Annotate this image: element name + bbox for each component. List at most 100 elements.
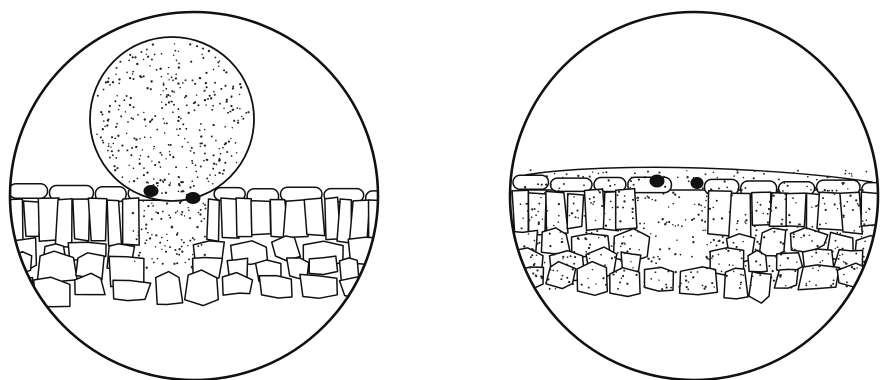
tissue-dot [741, 189, 743, 191]
tissue-dot [718, 187, 720, 189]
tissue-dot [571, 190, 573, 192]
tissue-dot [831, 250, 833, 252]
droplet-dot [137, 178, 139, 180]
tissue-dot [558, 203, 560, 205]
tissue-dot [573, 263, 575, 265]
cavity-dot [176, 253, 178, 255]
tissue-dot [781, 219, 783, 221]
tissue-dot [591, 232, 593, 234]
droplet-dot [128, 60, 130, 62]
tissue-dot [773, 231, 775, 233]
tissue-dot [815, 284, 817, 286]
tissue-dot [602, 277, 604, 279]
tissue-dot [522, 217, 524, 219]
tissue-dot [605, 171, 607, 173]
tissue-dot [791, 247, 793, 249]
cavity-dot [162, 211, 164, 213]
tissue-dot [767, 221, 769, 223]
tissue-dot [842, 254, 844, 256]
tissue-dot [844, 173, 846, 175]
tissue-dot [643, 282, 645, 284]
tissue-dot [686, 170, 687, 171]
droplet-dot [239, 83, 241, 85]
tissue-dot [549, 288, 551, 290]
tissue-dot [591, 189, 593, 191]
tissue-dot [759, 251, 761, 253]
tissue-dot [851, 173, 852, 174]
tissue-dot [809, 234, 811, 236]
tissue-dot [755, 249, 757, 251]
tissue-dot [521, 227, 523, 229]
tissue-dot [778, 179, 780, 181]
droplet-dot [108, 143, 109, 144]
spongy-cell [798, 265, 839, 290]
tissue-dot [831, 190, 833, 192]
cavity-dot [198, 212, 200, 214]
droplet-dot [223, 108, 225, 110]
tissue-dot [577, 217, 579, 219]
tissue-dot [758, 243, 760, 245]
tissue-dot [743, 177, 745, 179]
cavity-dot [181, 211, 183, 213]
droplet-dot [205, 82, 207, 84]
droplet-dot [204, 144, 206, 146]
palisade-cell [729, 193, 751, 237]
cavity-dot [151, 203, 152, 204]
droplet-dot [160, 94, 161, 95]
tissue-dot [861, 213, 862, 214]
tissue-dot [770, 210, 772, 212]
droplet-dot [107, 150, 109, 152]
tissue-dot [688, 281, 689, 282]
tissue-dot [798, 223, 800, 225]
cavity-dot [181, 239, 183, 241]
tissue-dot [583, 184, 585, 186]
tissue-dot [637, 199, 639, 201]
droplet-dot [180, 118, 182, 120]
tissue-dot [558, 190, 560, 192]
tissue-dot [617, 194, 619, 196]
droplet-dot [199, 143, 201, 145]
tissue-dot [581, 284, 583, 286]
droplet-dot [135, 138, 137, 140]
droplet-dot [133, 180, 135, 182]
tissue-dot [715, 244, 717, 246]
palisade-cell [73, 199, 90, 241]
cavity-dot [188, 210, 190, 212]
tissue-dot [637, 231, 639, 233]
cavity-dot [200, 220, 202, 222]
droplet-dot [194, 83, 196, 85]
tissue-dot [589, 244, 591, 246]
tissue-dot [690, 271, 692, 273]
tissue-dot [706, 258, 708, 260]
tissue-dot [731, 195, 733, 197]
droplet-dot [202, 57, 204, 59]
tissue-dot [651, 260, 653, 262]
droplet-dot [177, 82, 179, 84]
droplet-dot [197, 104, 199, 106]
droplet-dot [144, 118, 146, 120]
tissue-dot [769, 201, 771, 203]
cavity-dot [146, 239, 148, 241]
tissue-dot [585, 231, 587, 233]
droplet-dot [204, 99, 206, 101]
tissue-dot [598, 172, 600, 174]
tissue-dot [623, 236, 625, 238]
tissue-dot [550, 184, 552, 186]
tissue-dot [777, 191, 779, 193]
droplet-dot [168, 79, 169, 80]
droplet-dot [174, 91, 175, 92]
tissue-dot [617, 288, 619, 290]
spongy-cell [309, 256, 337, 274]
tissue-dot [706, 244, 708, 246]
left-droplet [90, 37, 254, 201]
droplet-dot [102, 140, 104, 142]
droplet-dot [200, 123, 202, 125]
droplet-dot [193, 152, 195, 154]
droplet-dot [114, 138, 116, 140]
droplet-dot [140, 51, 142, 53]
tissue-dot [805, 284, 807, 286]
droplet-dot [129, 181, 130, 182]
droplet-dot [178, 116, 180, 118]
droplet-dot [213, 154, 215, 156]
palisade-cell [769, 193, 788, 227]
